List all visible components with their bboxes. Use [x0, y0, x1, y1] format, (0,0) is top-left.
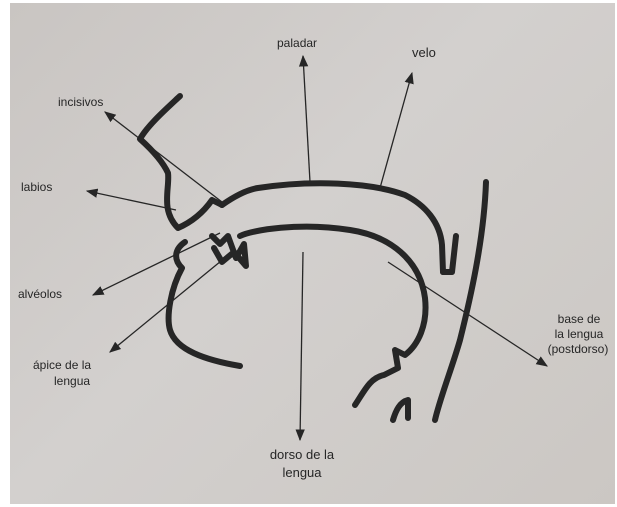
label-velo: velo — [412, 44, 436, 61]
label-dorso-line2: lengua — [262, 464, 342, 481]
incisors-outline — [212, 236, 246, 266]
arrow-labios — [87, 191, 176, 210]
arrow-alveolos — [93, 233, 220, 295]
epiglottis-outline — [393, 400, 408, 420]
label-apice-line1: ápice de la — [33, 358, 91, 372]
label-dorso-line1: dorso de la — [262, 446, 342, 463]
label-labios: labios — [21, 180, 52, 194]
upper-lip-outline — [140, 96, 222, 228]
label-alveolos: alvéolos — [18, 287, 62, 301]
label-incisivos: incisivos — [58, 95, 103, 109]
label-base-line1: base de — [548, 312, 610, 326]
label-base-line2: la lengua — [544, 327, 614, 341]
label-paladar: paladar — [277, 36, 317, 50]
tongue-outline — [240, 227, 426, 405]
label-apice-line2: lengua — [54, 374, 90, 388]
label-base-line3: (postdorso) — [540, 342, 616, 356]
pharynx-wall-outline — [435, 182, 486, 420]
arrow-paladar — [303, 56, 310, 182]
arrow-dorso — [300, 252, 303, 440]
arrow-incisivos — [105, 112, 222, 202]
arrow-velo — [380, 73, 412, 188]
lower-lip-jaw-outline — [169, 242, 240, 366]
